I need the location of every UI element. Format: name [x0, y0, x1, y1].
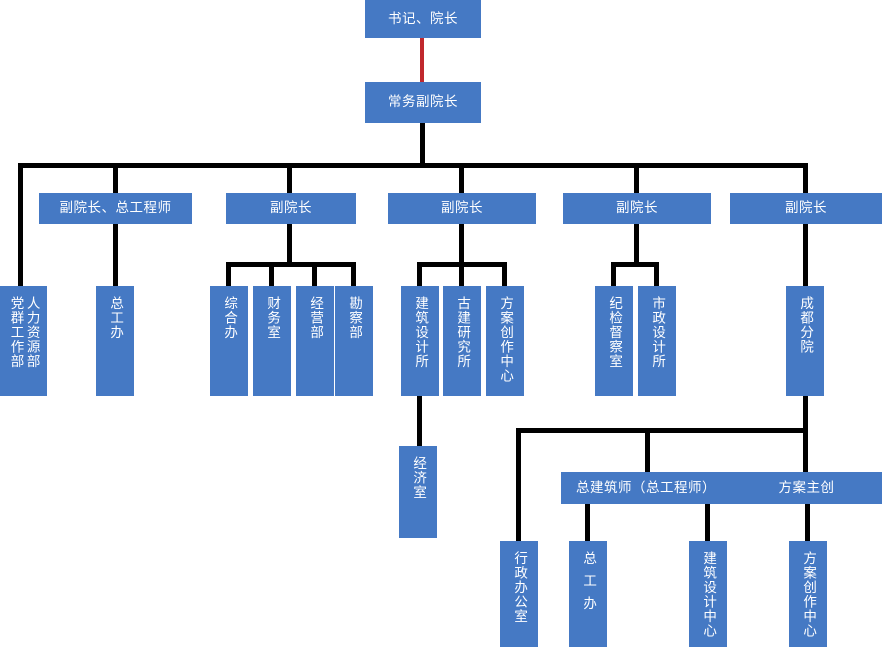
- connector-vp2-bus: [226, 262, 356, 267]
- connector-chengdu-mid-drop-2: [803, 428, 808, 472]
- node-finance-office[interactable]: 财务室: [253, 286, 291, 396]
- node-label: 副院长: [441, 200, 483, 217]
- node-label: 建筑设计所: [412, 296, 429, 369]
- node-label: 方案主创: [778, 479, 835, 496]
- node-vice-president-3[interactable]: 副院长: [388, 193, 536, 224]
- node-scheme-lead-designer[interactable]: 方案主创: [731, 472, 882, 504]
- node-hr-and-party-affairs[interactable]: 人力资源部 党群工作部: [0, 286, 47, 396]
- node-operations-department[interactable]: 经营部: [296, 286, 334, 396]
- node-administrative-office[interactable]: 行政办公室: [500, 541, 538, 647]
- node-label: 常务副院长: [388, 94, 458, 111]
- node-label: 经济室: [410, 456, 427, 500]
- node-architectural-design-center[interactable]: 建筑设计中心: [689, 541, 727, 647]
- connector-vp1-to-zonggongban: [113, 224, 118, 288]
- node-label: 总工办: [107, 296, 124, 340]
- node-label: 纪检督察室: [606, 296, 623, 369]
- node-label: 总建筑师（总工程师）: [576, 479, 716, 496]
- node-general-office[interactable]: 综合办: [210, 286, 248, 396]
- node-chief-engineer-office[interactable]: 总工办: [96, 286, 134, 396]
- node-vice-president-2[interactable]: 副院长: [226, 193, 356, 224]
- connector-vp3-child-drop-3: [502, 262, 507, 288]
- connector-vp4-child-drop-2: [654, 262, 659, 288]
- connector-vp2-child-drop-1: [226, 262, 231, 288]
- node-vice-president-5[interactable]: 副院长: [730, 193, 882, 224]
- node-chengdu-branch[interactable]: 成都分院: [786, 286, 824, 396]
- connector-bus-drop-4: [634, 163, 639, 193]
- node-label: 副院长: [270, 200, 312, 217]
- connector-vp3-drop: [459, 224, 464, 266]
- node-label: 综合办: [221, 296, 238, 340]
- node-architectural-design-institute[interactable]: 建筑设计所: [401, 286, 439, 396]
- node-discipline-inspection-office[interactable]: 纪检督察室: [595, 286, 633, 396]
- node-label: 行政办公室: [511, 551, 528, 624]
- connector-vp4-child-drop-1: [611, 262, 616, 288]
- node-label-party: 党群工作部: [7, 296, 24, 369]
- node-label: 方案创作中心: [497, 296, 514, 383]
- node-label: 书记、院长: [388, 10, 458, 27]
- node-vice-president-chief-engineer[interactable]: 副院长、总工程师: [39, 193, 192, 224]
- connector-scheme-lead-drop: [805, 504, 810, 542]
- connector-vp2-child-drop-3: [312, 262, 317, 288]
- connector-branch-rail-left: [516, 428, 521, 541]
- node-scheme-creation-center[interactable]: 方案创作中心: [486, 286, 524, 396]
- node-label: 方案创作中心: [800, 551, 817, 638]
- connector-bus-drop-3: [459, 163, 464, 193]
- connector-vp3-child-drop-2: [459, 262, 464, 288]
- connector-vp5-to-chengdu: [803, 224, 808, 288]
- node-vice-president-4[interactable]: 副院长: [563, 193, 711, 224]
- node-label: 副院长、总工程师: [59, 200, 172, 217]
- connector-top-to-exec-vp: [420, 38, 424, 82]
- connector-vp4-drop: [634, 224, 639, 266]
- connector-vp2-drop: [287, 224, 292, 266]
- connector-bus-drop-1: [113, 163, 118, 193]
- node-label: 经营部: [307, 296, 324, 340]
- node-label: 副院长: [616, 200, 658, 217]
- node-label: 财务室: [264, 296, 281, 340]
- node-label: 勘察部: [346, 296, 363, 340]
- node-ancient-architecture-research-institute[interactable]: 古建研究所: [443, 286, 481, 396]
- node-secretary-president[interactable]: 书记、院长: [365, 0, 481, 38]
- node-label: 古建研究所: [454, 296, 471, 369]
- connector-chief-arch-drop-2: [705, 504, 710, 542]
- node-municipal-design-institute[interactable]: 市政设计所: [638, 286, 676, 396]
- connector-bus-drop-5: [803, 163, 808, 193]
- node-survey-department[interactable]: 勘察部: [335, 286, 373, 396]
- connector-vp4-bus: [611, 262, 659, 267]
- connector-bus-drop-2: [287, 163, 292, 193]
- connector-exec-vp-drop: [420, 123, 425, 167]
- connector-chengdu-bus: [516, 428, 808, 433]
- node-chengdu-chief-engineer-office[interactable]: 总工办: [569, 541, 607, 647]
- connector-chengdu-drop: [803, 396, 808, 432]
- node-label: 成都分院: [797, 296, 814, 354]
- node-chengdu-scheme-creation-center[interactable]: 方案创作中心: [789, 541, 827, 647]
- connector-chengdu-mid-drop-1: [645, 428, 650, 472]
- connector-chief-arch-drop-1: [585, 504, 590, 542]
- node-label: 市政设计所: [649, 296, 666, 369]
- vertical-column-group: 人力资源部 党群工作部: [0, 296, 47, 396]
- node-chief-architect-chief-engineer[interactable]: 总建筑师（总工程师）: [561, 472, 731, 504]
- connector-jianzhu-to-jingjishi: [417, 396, 422, 446]
- node-label-hr: 人力资源部: [23, 296, 40, 369]
- node-label: 副院长: [785, 200, 827, 217]
- node-label: 总工办: [580, 551, 597, 619]
- connector-vp2-child-drop-2: [269, 262, 274, 288]
- node-executive-vice-president[interactable]: 常务副院长: [365, 82, 481, 123]
- connector-main-bus: [18, 163, 808, 168]
- connector-vp3-child-drop-1: [417, 262, 422, 288]
- connector-vp2-child-drop-4: [351, 262, 356, 288]
- connector-left-rail-to-hr: [18, 163, 23, 288]
- node-label: 建筑设计中心: [700, 551, 717, 638]
- node-economics-office[interactable]: 经济室: [399, 446, 437, 538]
